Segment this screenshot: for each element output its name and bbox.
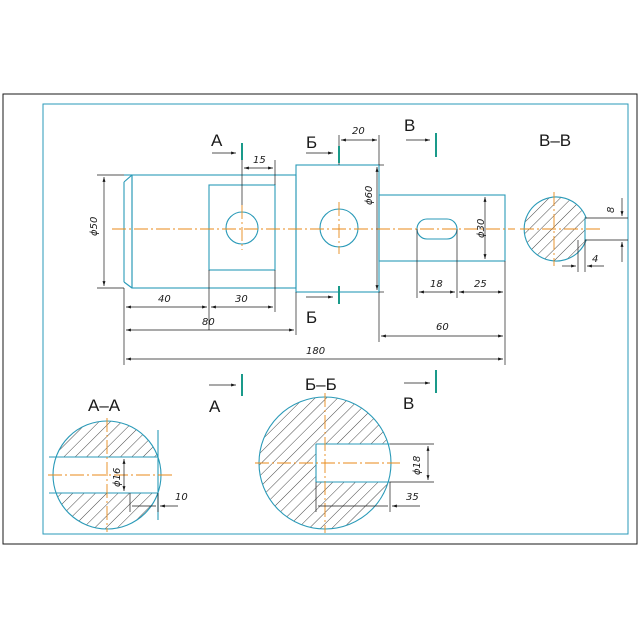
dim-text-d30: ϕ30 [476,219,487,238]
label-b-bottom: Б [306,308,317,327]
label-a-second: А [209,397,221,416]
chamfer-left-diag-bot [123,281,133,289]
dim-text-18: 18 [430,279,443,290]
label-v-top: В [404,116,415,135]
dim-text-10: 10 [175,492,188,503]
dim-text-4: 4 [592,254,598,265]
dim-text-8: 8 [606,207,617,213]
dim-text-20: 20 [352,126,365,137]
section-bb-title: Б–Б [305,375,337,394]
shaft-step-d60 [295,164,380,293]
shaft-step-d30 [378,194,506,262]
section-b-b: Б–Б ϕ18 35 [255,375,434,533]
dim-text-d60: ϕ60 [364,186,375,205]
dim-text-60: 60 [436,322,449,333]
inner-drawing-frame [42,103,629,535]
outer-sheet-frame [2,93,638,545]
dim-text-15: 15 [253,155,266,166]
chamfer-left-diag-top [123,174,133,183]
dim-text-d18: ϕ18 [412,456,423,475]
section-v-v: В–В 8 4 [520,131,628,272]
dim-text-40: 40 [158,294,171,305]
dim-text-d50: ϕ50 [89,217,100,236]
shaft-step-d50 [131,174,297,289]
label-v-second: В [403,394,414,413]
dim-text-30: 30 [235,294,248,305]
dim-text-25: 25 [474,279,487,290]
dim-text-80: 80 [202,317,215,328]
dim-text-35: 35 [406,492,419,503]
label-a-top: А [211,131,223,150]
dim-text-d16: ϕ16 [112,468,123,487]
label-b-top: Б [306,133,317,152]
section-a-a: А–А ϕ16 10 [48,396,188,532]
section-aa-title: А–А [88,396,121,415]
main-view-dimensions: ϕ50 ϕ60 ϕ30 15 20 40 30 80 [89,126,506,365]
cutting-plane-marks: А Б Б В А В [209,116,437,416]
shaft-main-view [112,164,515,293]
section-vv-title: В–В [539,131,571,150]
dim-text-180: 180 [306,346,325,357]
